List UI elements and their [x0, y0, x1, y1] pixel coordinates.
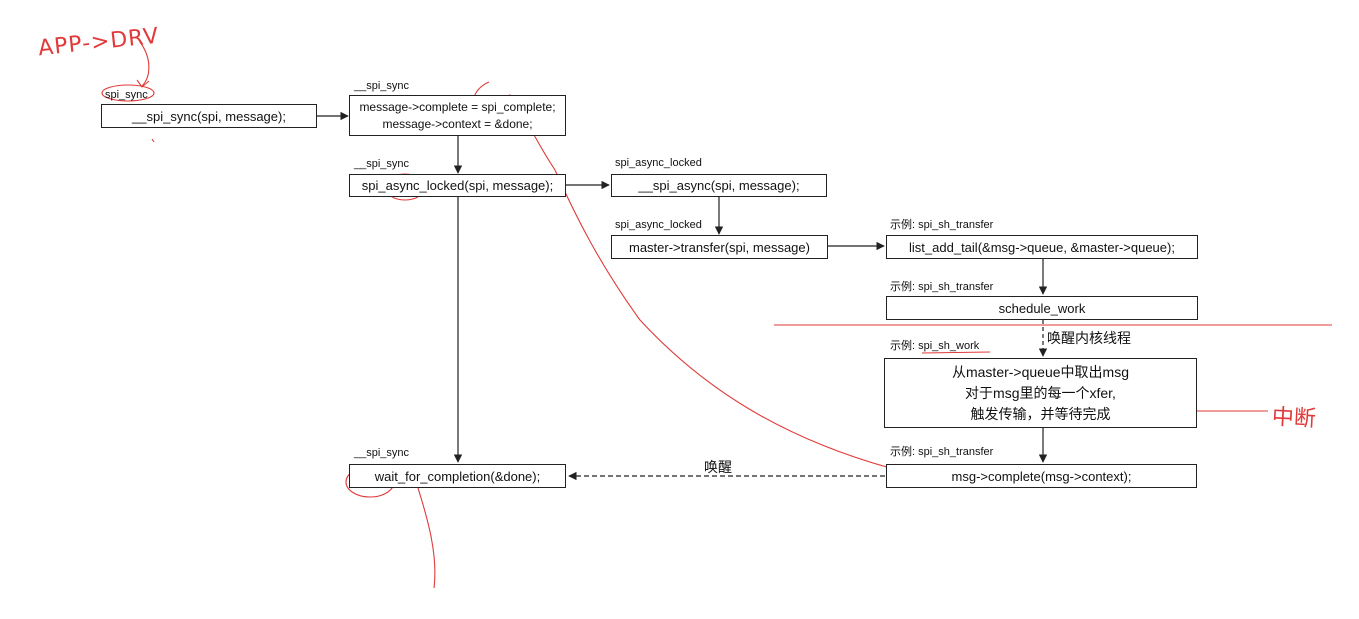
- node-text: message->context = &done;: [382, 116, 533, 131]
- node-text: 从master->queue中取出msg: [951, 363, 1129, 380]
- node-sh-work: 从master->queue中取出msg 对于msg里的每一个xfer, 触发传…: [884, 358, 1197, 428]
- node-list-add-tail: list_add_tail(&msg->queue, &master->queu…: [886, 235, 1198, 259]
- label-spi-sh-transfer: 示例: spi_sh_transfer: [890, 281, 994, 293]
- label-spi-async-locked: spi_async_locked: [615, 219, 702, 231]
- label-spi-sync: spi_sync: [105, 89, 148, 101]
- label-spi-sync-inner: __spi_sync: [354, 80, 410, 92]
- node-text: schedule_work: [998, 300, 1086, 316]
- node-spi-async-inner: __spi_async(spi, message);: [611, 174, 827, 197]
- long-curve: [472, 81, 906, 473]
- node-text: __spi_sync(spi, message);: [132, 108, 286, 124]
- label-spi-sh-transfer: 示例: spi_sh_transfer: [890, 446, 994, 458]
- node-spi-async-locked: spi_async_locked(spi, message);: [349, 174, 566, 197]
- node-text: master->transfer(spi, message): [629, 239, 810, 255]
- node-text: wait_for_completion(&done);: [374, 468, 541, 484]
- node-text: list_add_tail(&msg->queue, &master->queu…: [909, 239, 1175, 255]
- edge-label-wake-kernel-thread: 唤醒内核线程: [1047, 330, 1131, 346]
- tick-mark: [151, 138, 155, 143]
- node-master-transfer: master->transfer(spi, message): [611, 235, 828, 259]
- node-spi-sync-call: __spi_sync(spi, message);: [101, 104, 317, 128]
- circle-spi-sync-label: [101, 84, 155, 102]
- edge-label-wake: 唤醒: [704, 459, 732, 475]
- underline-sh-work: [921, 351, 991, 354]
- lower-curve: [417, 487, 436, 589]
- node-text: message->complete = spi_complete;: [359, 99, 556, 114]
- node-text: spi_async_locked(spi, message);: [361, 178, 554, 193]
- label-spi-sync-inner: __spi_sync: [354, 447, 410, 459]
- handwritten-interrupt: 中断: [1271, 404, 1317, 433]
- app-drv-arrow: [139, 41, 150, 87]
- connectors: [317, 111, 1048, 481]
- label-spi-sh-work: 示例: spi_sh_work: [890, 340, 980, 352]
- label-spi-async-locked: spi_async_locked: [615, 157, 702, 169]
- label-spi-sync-inner: __spi_sync: [354, 158, 410, 170]
- label-spi-sh-transfer: 示例: spi_sh_transfer: [890, 219, 994, 231]
- node-wait-for-completion: wait_for_completion(&done);: [349, 464, 566, 488]
- node-text: 对于msg里的每一个xfer,: [965, 384, 1116, 401]
- node-schedule-work: schedule_work: [886, 296, 1198, 320]
- node-text: 触发传输，并等待完成: [970, 405, 1111, 422]
- node-msg-complete: msg->complete(msg->context);: [886, 464, 1197, 488]
- node-set-complete: message->complete = spi_complete; messag…: [349, 95, 566, 136]
- node-text: msg->complete(msg->context);: [951, 468, 1132, 484]
- app-drv-arrowhead: [136, 79, 150, 88]
- node-text: __spi_async(spi, message);: [638, 178, 800, 193]
